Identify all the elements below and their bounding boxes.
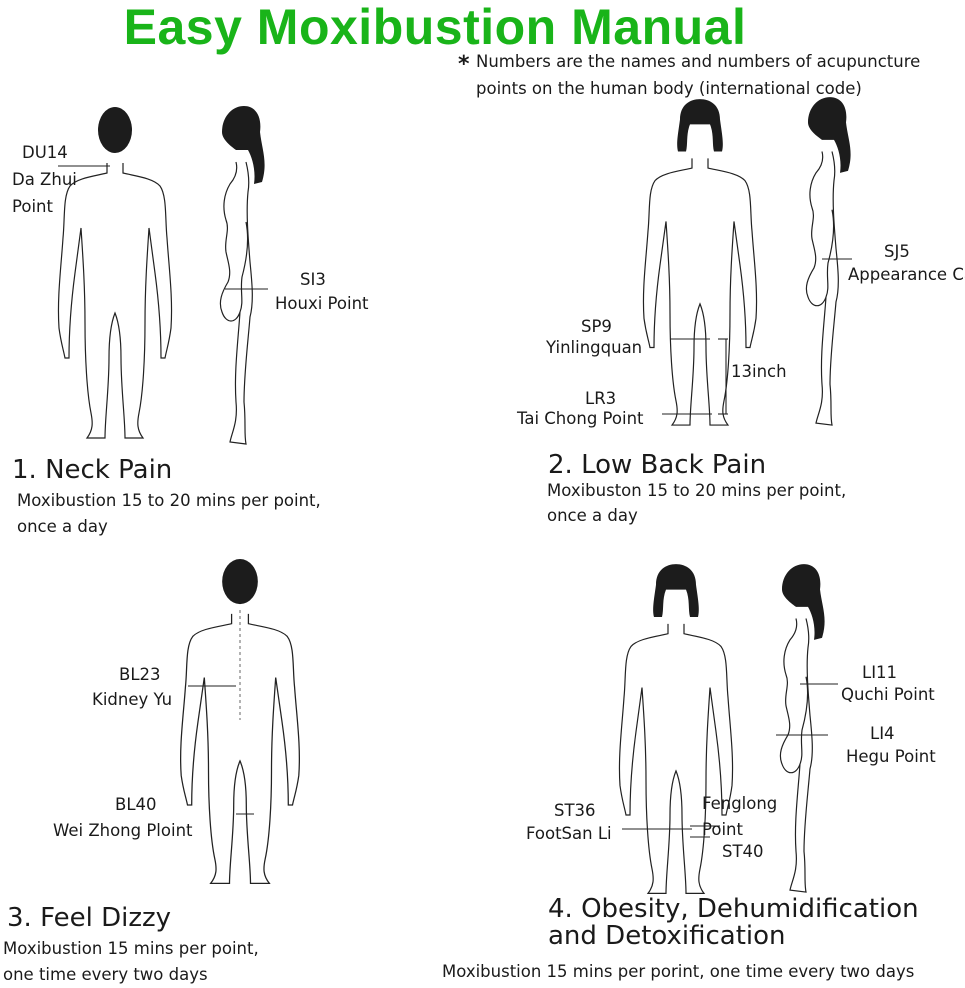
point-name-bl23: Kidney Yu — [92, 690, 173, 709]
figure-lowback-side — [805, 97, 851, 426]
section-1-desc-line1: Moxibustion 15 to 20 mins per point, — [17, 491, 321, 510]
section-3-desc-line2: one time every two days — [3, 965, 208, 984]
point-code-bl23: BL23 — [119, 665, 161, 684]
point-name-li11: Quchi Point — [841, 685, 935, 704]
point-code-sp9: SP9 — [581, 317, 612, 336]
asterisk: * — [458, 52, 470, 77]
point-name-st36: FootSan Li — [526, 824, 612, 843]
point-name-st40-line2: Point — [702, 820, 743, 839]
section-1-heading: 1. Neck Pain — [12, 455, 173, 485]
measure-13inch: 13inch — [731, 362, 787, 381]
page-title: Easy Moxibustion Manual — [123, 0, 747, 55]
point-code-st36: ST36 — [554, 801, 596, 820]
point-code-li4: LI4 — [870, 724, 895, 743]
point-name-st40-line1: Fenglong — [702, 794, 778, 813]
point-name-lr3: Tai Chong Point — [517, 409, 644, 428]
point-name-si3: Houxi Point — [275, 294, 369, 313]
figure-neck-back — [57, 107, 173, 439]
point-name-sp9: Yinlingquan — [546, 338, 643, 357]
point-name-sj5: Appearance Ca — [848, 265, 965, 284]
section-4-heading-line2: and Detoxification — [548, 921, 786, 951]
point-name-du14-line2: Point — [12, 197, 53, 216]
section-1-desc-line2: once a day — [17, 517, 108, 536]
point-code-bl40: BL40 — [115, 795, 157, 814]
point-code-st40: ST40 — [722, 842, 764, 861]
section-3-heading: 3. Feel Dizzy — [7, 903, 172, 933]
point-code-sj5: SJ5 — [884, 242, 910, 261]
figure-dizzy-back — [179, 559, 301, 885]
section-4-desc-line1: Moxibustion 15 mins per porint, one time… — [442, 962, 915, 981]
point-code-si3: SI3 — [300, 270, 326, 289]
section-2-heading: 2. Low Back Pain — [548, 450, 767, 480]
section-4-heading-line1: 4. Obesity, Dehumidification — [548, 894, 919, 924]
note-line-2: points on the human body (international … — [476, 79, 862, 98]
point-name-bl40: Wei Zhong Ploint — [53, 821, 193, 840]
note-line-1: Numbers are the names and numbers of acu… — [476, 52, 921, 71]
point-code-li11: LI11 — [862, 663, 898, 682]
section-3-desc-line1: Moxibustion 15 mins per point, — [3, 939, 259, 958]
point-code-lr3: LR3 — [585, 389, 617, 408]
figure-neck-side — [219, 106, 265, 445]
point-code-du14: DU14 — [22, 143, 68, 162]
figure-obesity-front — [618, 564, 734, 895]
point-name-du14-line1: Da Zhui — [12, 170, 77, 189]
section-2-desc-line2: once a day — [547, 506, 638, 525]
figure-obesity-side — [779, 564, 825, 893]
section-2-desc-line1: Moxibuston 15 to 20 mins per point, — [547, 481, 847, 500]
point-name-li4: Hegu Point — [846, 747, 936, 766]
